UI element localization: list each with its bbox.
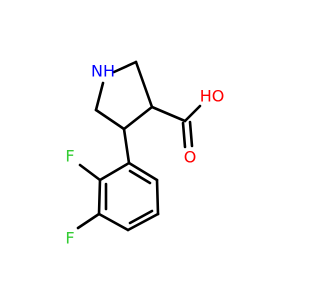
bond-ortho-f: [78, 163, 102, 182]
bond-c4-ipso: [122, 127, 131, 165]
hydroxyl-label: HO: [200, 87, 225, 106]
bond-c2-c3: [134, 60, 154, 109]
bond-meta-f: [76, 212, 101, 230]
bond-c3-carboxyl: [150, 105, 187, 123]
carbonyl-oxygen-label: O: [184, 148, 197, 167]
bond-c3-c4: [122, 105, 154, 131]
pyrrolidine-ring: [94, 60, 154, 131]
fluorine-2-label: F: [65, 147, 74, 166]
bond-n-c2: [112, 60, 138, 74]
structure-canvas: NH HO O F F: [65, 60, 225, 248]
aromatic-inner-bond-2: [128, 209, 154, 225]
bond-meta-para: [97, 212, 130, 232]
fluorine-3-label: F: [65, 229, 74, 248]
aromatic-inner-bond-3: [128, 169, 152, 185]
bond-carbonyl-double-2: [188, 120, 194, 148]
difluorophenyl-ring: [76, 127, 160, 232]
bond-para-meta2: [126, 212, 160, 232]
bond-ortho-meta: [97, 178, 102, 216]
bond-carbonyl-double-1: [181, 121, 187, 149]
bond-ipso-ortho: [98, 161, 131, 182]
bond-c5-n: [94, 81, 105, 112]
carboxylic-acid-group: [150, 104, 202, 149]
bond-c4-c5: [94, 108, 126, 131]
bond-ortho2-ipso: [127, 161, 159, 182]
bond-carboxyl-oh: [183, 104, 202, 123]
nh-label: NH: [91, 62, 115, 81]
bond-meta2-ortho2: [155, 178, 160, 216]
